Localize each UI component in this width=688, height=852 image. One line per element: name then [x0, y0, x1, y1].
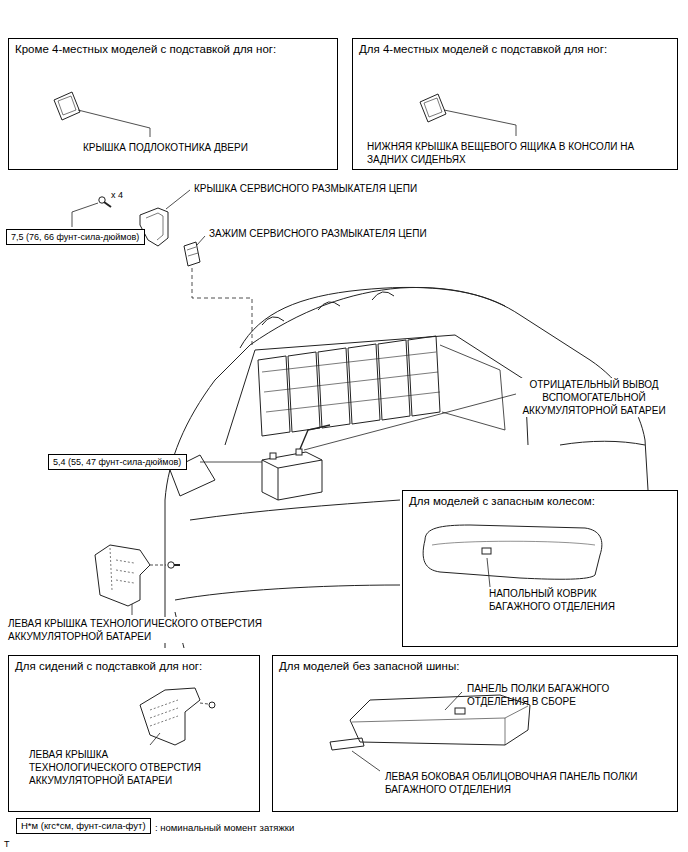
panel-heading: Для сидений с подставкой для ног:	[15, 659, 253, 673]
part-label: КРЫШКА ПОДЛОКОТНИКА ДВЕРИ	[83, 141, 313, 154]
unit-legend-box: Н*м (кгс*см, фунт-сила-фут)	[16, 818, 151, 834]
service-hole-cover-drawing	[95, 545, 180, 606]
part-label: ЛЕВАЯ БОКОВАЯ ОБЛИЦОВОЧНАЯ ПАНЕЛЬ ПОЛКИ …	[385, 770, 643, 796]
console-cover-drawing	[420, 94, 446, 122]
floor-mat-drawing	[423, 525, 602, 579]
torque-box: 5,4 (55, 47 фунт-сила-дюймов)	[48, 454, 187, 470]
panel-heading: Для 4-местных моделей с подставкой для н…	[359, 42, 671, 56]
condition-panel: Кроме 4-местных моделей с подставкой для…	[8, 38, 338, 170]
part-label: ОТРИЦАТЕЛЬНЫЙ ВЫВОД ВСПОМОГАТЕЛЬНОЙ АККУ…	[519, 378, 669, 417]
service-plug-grip-drawing	[184, 242, 200, 266]
torque-value: 5,4 (55, 47 фунт-сила-дюймов)	[53, 456, 182, 468]
part-label: ПАНЕЛЬ ПОЛКИ БАГАЖНОГО ОТДЕЛЕНИЯ В СБОРЕ	[467, 682, 635, 708]
part-label: НАПОЛЬНЫЙ КОВРИК БАГАЖНОГО ОТДЕЛЕНИЯ	[489, 587, 639, 613]
panel-heading: Для моделей с запасным колесом:	[409, 494, 671, 508]
condition-panel: Для сидений с подставкой для ног: ЛЕВАЯ К…	[8, 655, 260, 812]
part-label: ЛЕВАЯ КРЫШКА ТЕХНОЛОГИЧЕСКОГО ОТВЕРСТИЯ …	[29, 748, 217, 787]
unit-legend-text: Н*м (кгс*см, фунт-сила-фут)	[21, 820, 146, 832]
part-label: КРЫШКА СЕРВИСНОГО РАЗМЫКАТЕЛЯ ЦЕПИ	[193, 182, 418, 195]
panel-heading: Кроме 4-местных моделей с подставкой для…	[15, 42, 331, 56]
condition-panel: Для моделей без запасной шины: ПАНЕЛЬ ПОЛ…	[272, 655, 678, 812]
torque-box: 7,5 (76, 66 фунт-сила-дюймов)	[6, 229, 145, 245]
auxiliary-battery-drawing	[262, 425, 330, 500]
condition-panel: Для 4-местных моделей с подставкой для н…	[352, 38, 678, 170]
part-label: ЗАЖИМ СЕРВИСНОГО РАЗМЫКАТЕЛЯ ЦЕПИ	[208, 227, 428, 240]
legend-description: : номинальный момент затяжки	[154, 821, 295, 834]
service-hole-cover-drawing	[140, 688, 215, 745]
torque-value: 7,5 (76, 66 фунт-сила-дюймов)	[11, 231, 140, 243]
armrest-cover-drawing	[54, 92, 80, 120]
condition-panel: Для моделей с запасным колесом: НАПОЛЬНЫЙ…	[402, 490, 678, 647]
part-label: ЛЕВАЯ КРЫШКА ТЕХНОЛОГИЧЕСКОГО ОТВЕРСТИЯ …	[7, 617, 291, 643]
panel-heading: Для моделей без запасной шины:	[279, 659, 671, 673]
quantity-label: x 4	[110, 189, 124, 202]
part-label: НИЖНЯЯ КРЫШКА ВЕЩЕВОГО ЯЩИКА В КОНСОЛИ Н…	[367, 140, 667, 166]
figure-code: T	[3, 838, 11, 851]
